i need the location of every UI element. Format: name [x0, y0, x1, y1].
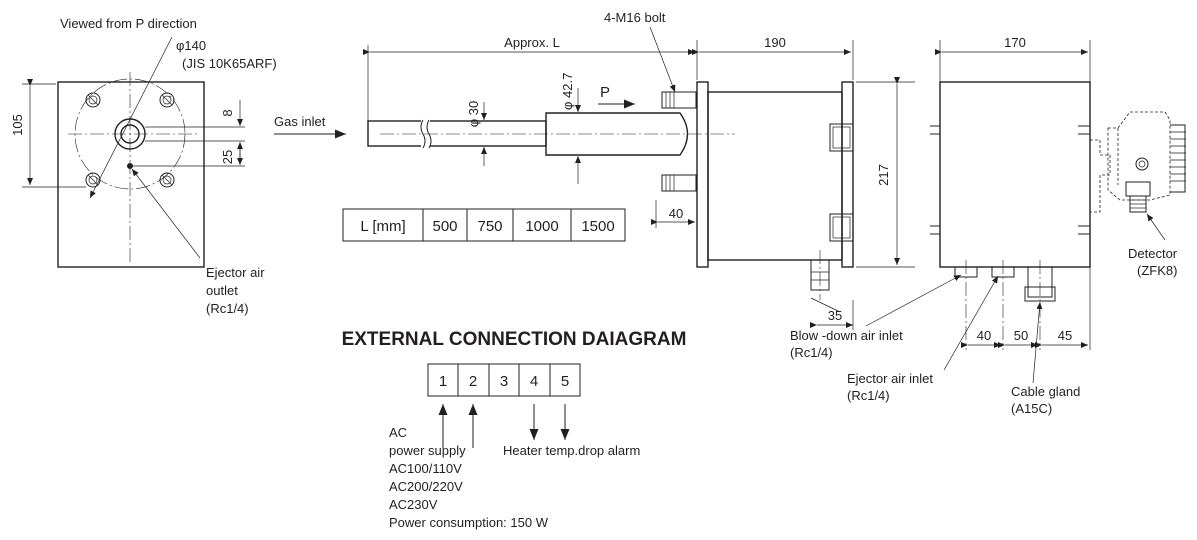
phi-30-label: φ 30 — [466, 101, 481, 128]
terminal-2: 2 — [469, 373, 477, 390]
right-view-body — [939, 81, 1091, 268]
stud-bolt-icon — [661, 91, 697, 192]
power-line-2: AC100/110V — [389, 461, 462, 476]
enclosure-body — [707, 91, 843, 261]
terminal-4: 4 — [530, 373, 538, 390]
dim-190-label: 190 — [764, 35, 786, 50]
ejector-outlet-label-2: outlet — [206, 283, 238, 298]
power-line-0: AC — [389, 425, 407, 440]
right-view: 170 40 50 45 — [790, 35, 1186, 416]
dim-217-label: 217 — [876, 164, 891, 186]
power-line-4: AC230V — [389, 497, 438, 512]
power-line-1: power supply — [389, 443, 466, 458]
detector-label-2: (ZFK8) — [1137, 263, 1177, 278]
power-line-3: AC200/220V — [389, 479, 463, 494]
terminal-3: 3 — [500, 373, 508, 390]
detector-icon — [1090, 111, 1186, 213]
terminal-5: 5 — [561, 373, 569, 390]
flange-diameter-label: φ140 — [176, 38, 206, 53]
dim-40-bottom-label: 40 — [977, 328, 991, 343]
ejector-outlet-label-3: (Rc1/4) — [206, 301, 249, 316]
phi-42-7-label: φ 42.7 — [560, 73, 575, 110]
connection-diagram: EXTERNAL CONNECTION DAIAGRAM 1 2 3 4 5 A… — [342, 329, 687, 530]
dim-35-label: 35 — [828, 308, 842, 323]
dim-50-label: 50 — [1014, 328, 1028, 343]
blow-down-label-1: Blow -down air inlet — [790, 328, 903, 343]
length-table-cell: 500 — [432, 218, 457, 235]
power-line-5: Power consumption: 150 W — [389, 515, 549, 530]
dim-45-label: 45 — [1058, 328, 1072, 343]
approx-l-label: Approx. L — [504, 35, 560, 50]
probe-tube — [367, 120, 547, 147]
dim-25-label: 25 — [220, 150, 235, 164]
view-from-p-label: Viewed from P direction — [60, 16, 197, 31]
length-table-cell: 750 — [477, 218, 502, 235]
blow-down-label-2: (Rc1/4) — [790, 345, 833, 360]
dim-40-side-label: 40 — [669, 206, 683, 221]
bolt-label: 4-M16 bolt — [604, 10, 666, 25]
terminal-1: 1 — [439, 373, 447, 390]
length-table-cell: 1000 — [525, 218, 558, 235]
dim-105-label: 105 — [10, 114, 25, 136]
length-table: L [mm] 500 750 1000 1500 — [342, 208, 626, 242]
bolt-hole-icon — [85, 92, 175, 188]
detector-label-1: Detector — [1128, 246, 1178, 261]
length-table-cell: 1500 — [581, 218, 614, 235]
ejector-inlet-label-2: (Rc1/4) — [847, 388, 890, 403]
ejector-outlet-hole — [127, 163, 133, 169]
dim-170-label: 170 — [1004, 35, 1026, 50]
flange-plate — [696, 81, 709, 268]
side-view: Approx. L 190 4-M16 bolt Gas inlet φ 30 … — [274, 10, 915, 330]
flange-standard-label: (JIS 10K65ARF) — [182, 56, 277, 71]
alarm-label: Heater temp.drop alarm — [503, 443, 640, 458]
connection-title: EXTERNAL CONNECTION DAIAGRAM — [342, 329, 687, 350]
p-direction-label: P — [600, 84, 610, 101]
probe-tube-large — [545, 112, 689, 156]
front-view-plate — [57, 81, 205, 268]
ejector-inlet-label-1: Ejector air inlet — [847, 371, 933, 386]
ejector-outlet-label-1: Ejector air — [206, 265, 265, 280]
front-view: Viewed from P direction φ140 (JIS 10K65A… — [10, 16, 277, 316]
length-table-header: L [mm] — [360, 218, 405, 235]
cable-gland-label-2: (A15C) — [1011, 401, 1052, 416]
cable-gland-label-1: Cable gland — [1011, 384, 1080, 399]
dim-8-label: 8 — [220, 109, 235, 116]
gas-inlet-label: Gas inlet — [274, 114, 326, 129]
